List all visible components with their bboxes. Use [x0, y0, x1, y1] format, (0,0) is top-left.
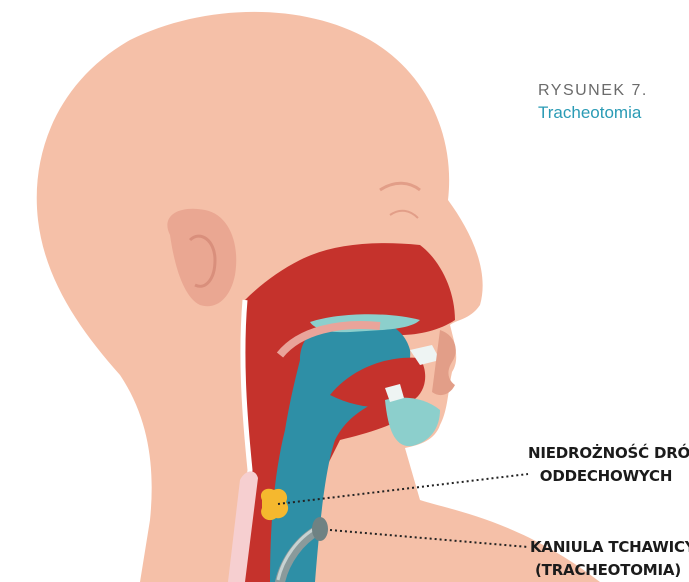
- figure-title: Tracheotomia: [538, 102, 648, 125]
- callout-cannula-line1: KANIULA TCHAWICY: [530, 536, 686, 559]
- callout-tracheal-cannula: KANIULA TCHAWICY (TRACHEOTOMIA): [530, 536, 686, 581]
- figure-caption: RYSUNEK 7. Tracheotomia: [538, 80, 648, 125]
- callout-obstruction-line1: NIEDROŻNOŚĆ DRÓG: [528, 442, 684, 465]
- callout-airway-obstruction: NIEDROŻNOŚĆ DRÓG ODDECHOWYCH: [528, 442, 684, 487]
- callout-cannula-line2: (TRACHEOTOMIA): [530, 559, 686, 582]
- obstruction-marker: [261, 489, 288, 520]
- figure-number: RYSUNEK 7.: [538, 80, 648, 102]
- callout-obstruction-line2: ODDECHOWYCH: [528, 465, 684, 488]
- cannula-flange: [312, 517, 328, 541]
